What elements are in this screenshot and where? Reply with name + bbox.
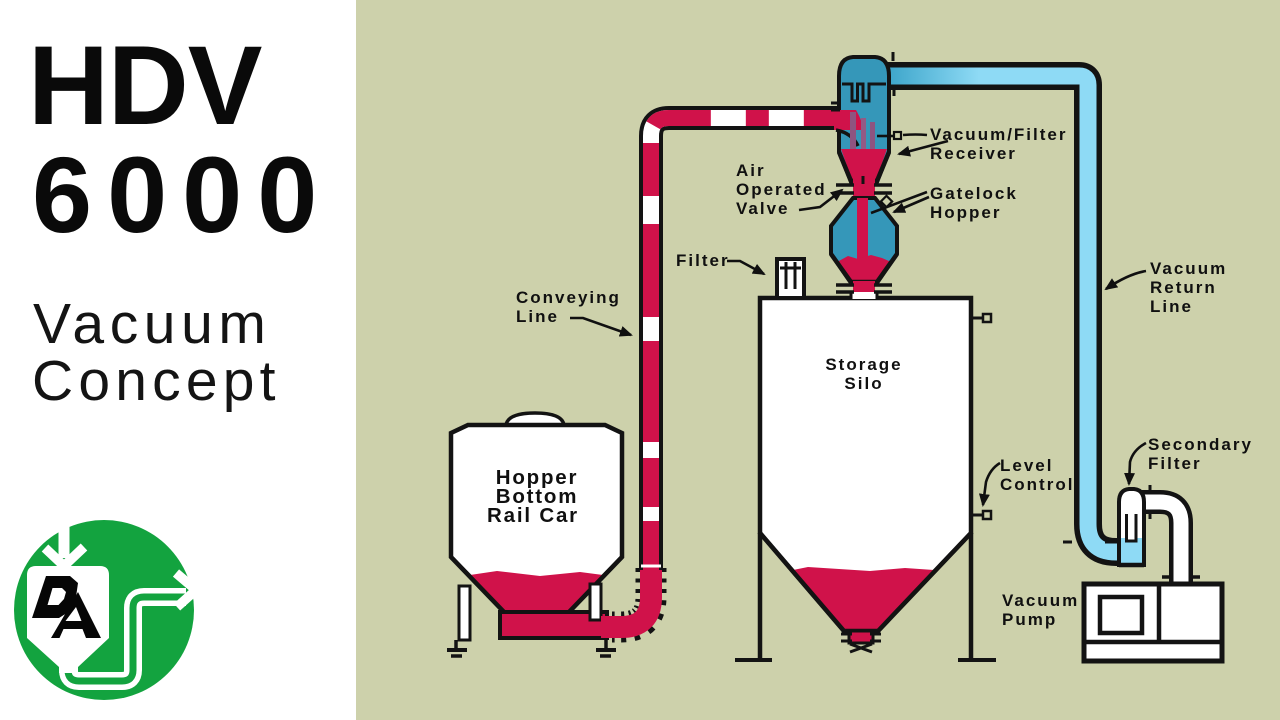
svg-text:Line: Line bbox=[1150, 297, 1193, 316]
svg-text:Vacuum/Filter: Vacuum/Filter bbox=[930, 125, 1067, 144]
svg-text:Rail Car: Rail Car bbox=[487, 504, 579, 527]
svg-text:Operated: Operated bbox=[736, 180, 827, 199]
svg-text:Concept: Concept bbox=[32, 349, 281, 413]
svg-text:Storage: Storage bbox=[825, 355, 902, 374]
svg-text:Bottom: Bottom bbox=[496, 485, 579, 508]
svg-text:Hopper: Hopper bbox=[930, 203, 1002, 222]
svg-text:Vacuum: Vacuum bbox=[33, 292, 271, 356]
svg-text:Secondary: Secondary bbox=[1148, 435, 1253, 454]
svg-text:Vacuum: Vacuum bbox=[1002, 591, 1079, 610]
svg-text:Hopper: Hopper bbox=[496, 466, 579, 489]
svg-text:Filter: Filter bbox=[676, 251, 730, 270]
svg-text:Gatelock: Gatelock bbox=[930, 184, 1018, 203]
svg-text:HDV: HDV bbox=[28, 23, 262, 148]
svg-text:Receiver: Receiver bbox=[930, 144, 1017, 163]
svg-text:Air: Air bbox=[736, 161, 766, 180]
svg-text:Control: Control bbox=[1000, 475, 1074, 494]
svg-text:Level: Level bbox=[1000, 456, 1053, 475]
svg-text:Conveying: Conveying bbox=[516, 288, 621, 307]
svg-text:Pump: Pump bbox=[1002, 610, 1057, 629]
svg-text:Line: Line bbox=[516, 307, 559, 326]
svg-text:Valve: Valve bbox=[736, 199, 790, 218]
svg-text:Return: Return bbox=[1150, 278, 1217, 297]
svg-text:Vacuum: Vacuum bbox=[1150, 259, 1227, 278]
svg-text:Silo: Silo bbox=[844, 374, 883, 393]
svg-text:Filter: Filter bbox=[1148, 454, 1202, 473]
svg-text:6000: 6000 bbox=[32, 134, 332, 255]
